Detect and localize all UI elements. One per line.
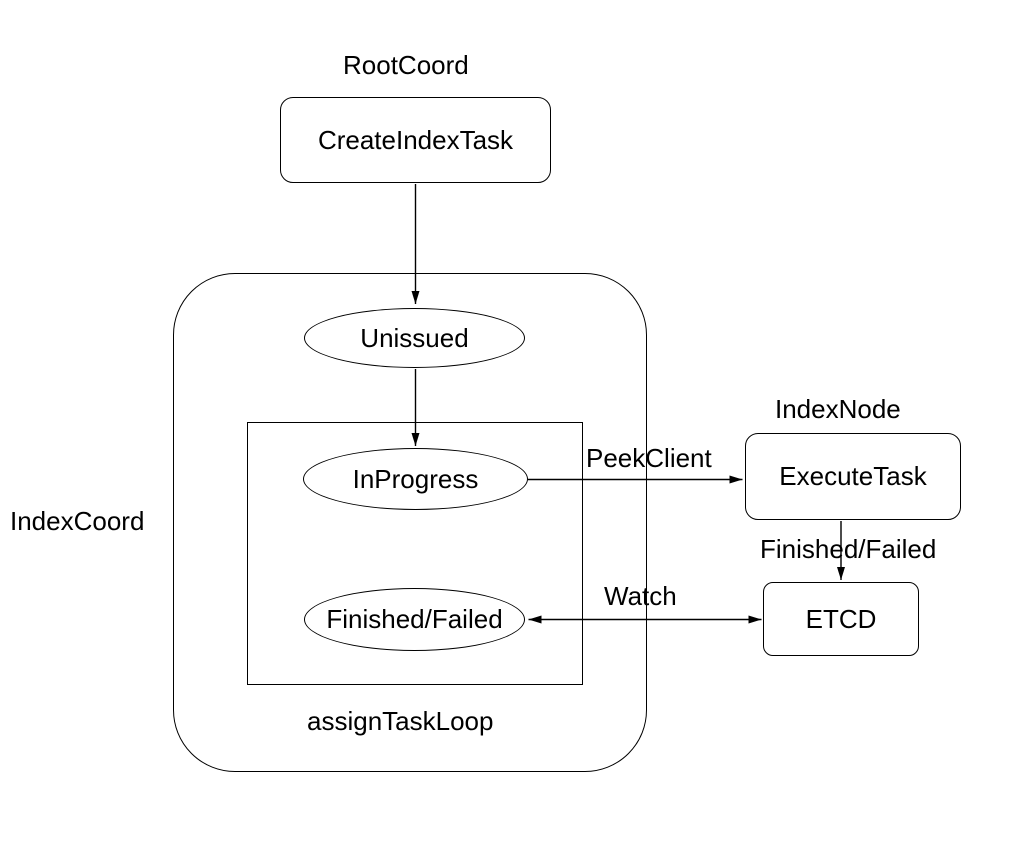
etcd-node: ETCD: [763, 582, 919, 656]
create-index-task-label: CreateIndexTask: [317, 124, 514, 155]
watch-edge-label: Watch: [604, 581, 677, 611]
create-index-task-node: CreateIndexTask: [280, 97, 551, 183]
index-coord-title: IndexCoord: [10, 506, 145, 536]
root-coord-title: RootCoord: [343, 50, 469, 80]
execute-task-label: ExecuteTask: [779, 461, 927, 491]
index-coord-container: [173, 273, 647, 772]
execute-task-node: ExecuteTask: [745, 433, 961, 520]
finished-failed-edge-label: Finished/Failed: [760, 534, 937, 564]
unissued-state-node: Unissued: [304, 308, 525, 368]
in-progress-state-node: InProgress: [303, 448, 528, 510]
etcd-label: ETCD: [805, 603, 877, 634]
index-node-title: IndexNode: [775, 394, 901, 424]
finished-failed-state-node: Finished/Failed: [304, 588, 525, 651]
finished-failed-label: Finished/Failed: [326, 604, 503, 634]
in-progress-label: InProgress: [352, 463, 479, 494]
peek-client-edge-label: PeekClient: [586, 443, 712, 473]
assign-task-loop-title: assignTaskLoop: [307, 706, 494, 736]
unissued-label: Unissued: [360, 322, 469, 353]
